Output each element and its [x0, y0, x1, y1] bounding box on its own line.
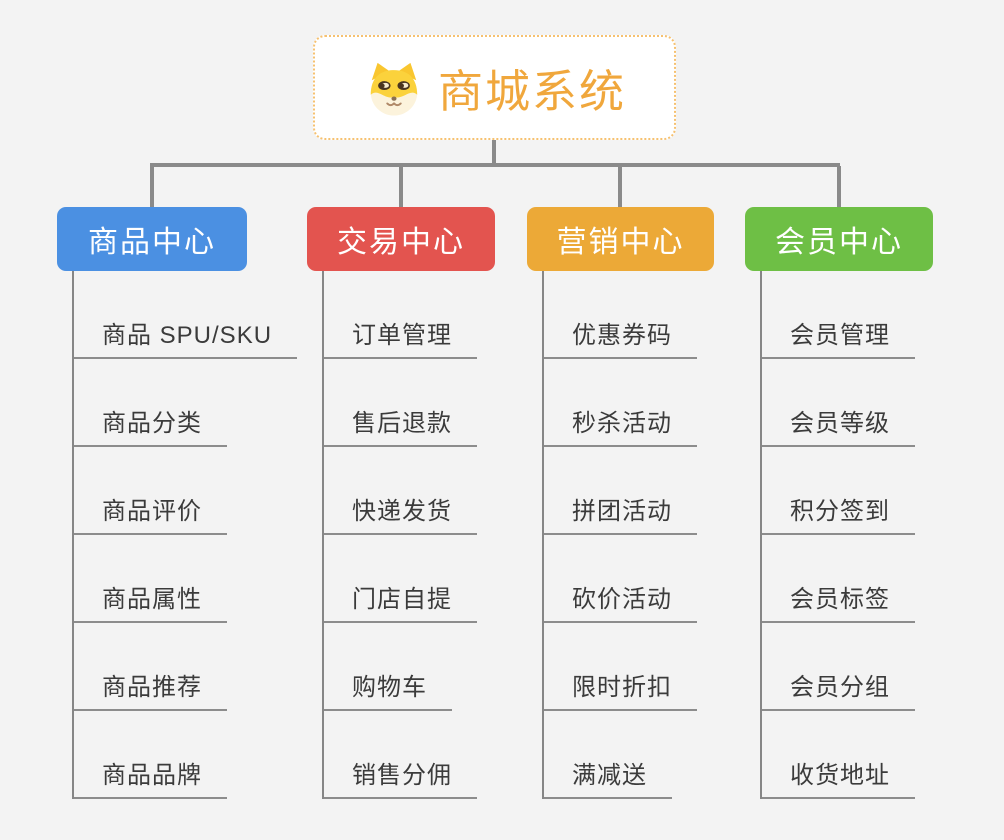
leaf-label-trade-center-4[interactable]: 购物车	[324, 674, 452, 711]
leaf-label-product-center-4[interactable]: 商品推荐	[74, 674, 227, 711]
leaf-label-marketing-center-5[interactable]: 满减送	[544, 762, 672, 799]
leaf-label-member-center-1[interactable]: 会员等级	[762, 410, 915, 447]
leaf-node: 拼团活动	[544, 447, 697, 535]
connector-drop-marketing	[618, 166, 622, 208]
connector-drop-product	[150, 166, 154, 208]
leaf-label-trade-center-1[interactable]: 售后退款	[324, 410, 477, 447]
branch-box-member-center[interactable]: 会员中心	[745, 207, 933, 271]
leaf-label-member-center-0[interactable]: 会员管理	[762, 322, 915, 359]
leaf-node: 商品 SPU/SKU	[74, 271, 298, 359]
leaf-node: 订单管理	[324, 271, 477, 359]
leaf-node: 门店自提	[324, 535, 477, 623]
leaf-node: 收货地址	[762, 711, 915, 799]
leaf-node: 快递发货	[324, 447, 477, 535]
leaf-label-member-center-4[interactable]: 会员分组	[762, 674, 915, 711]
leaf-label-marketing-center-4[interactable]: 限时折扣	[544, 674, 697, 711]
root-node[interactable]: 商城系统	[313, 35, 676, 140]
leaf-node: 商品推荐	[74, 623, 297, 711]
leaf-label-product-center-5[interactable]: 商品品牌	[74, 762, 227, 799]
leaf-node: 商品评价	[74, 447, 297, 535]
leaf-label-marketing-center-1[interactable]: 秒杀活动	[544, 410, 697, 447]
connector-root-stub	[492, 140, 496, 167]
leaf-node: 积分签到	[762, 447, 915, 535]
connector-drop-trade	[399, 166, 403, 208]
leaf-node: 砍价活动	[544, 535, 697, 623]
leaf-label-member-center-2[interactable]: 积分签到	[762, 498, 915, 535]
leaf-node: 商品属性	[74, 535, 297, 623]
branch-box-marketing-center[interactable]: 营销中心	[527, 207, 714, 271]
leaf-label-marketing-center-0[interactable]: 优惠券码	[544, 322, 697, 359]
leaf-label-member-center-5[interactable]: 收货地址	[762, 762, 915, 799]
leaf-label-product-center-2[interactable]: 商品评价	[74, 498, 227, 535]
leaf-label-trade-center-5[interactable]: 销售分佣	[324, 762, 477, 799]
leaf-label-product-center-3[interactable]: 商品属性	[74, 586, 227, 623]
leaf-node: 商品品牌	[74, 711, 297, 799]
leaf-node: 会员分组	[762, 623, 915, 711]
branch-box-product-center[interactable]: 商品中心	[57, 207, 247, 271]
root-title: 商城系统	[437, 66, 626, 117]
leaf-label-marketing-center-3[interactable]: 砍价活动	[544, 586, 697, 623]
leaf-node: 优惠券码	[544, 271, 697, 359]
leaf-node: 购物车	[324, 623, 477, 711]
leaf-node: 会员标签	[762, 535, 915, 623]
leaf-node: 满减送	[544, 711, 697, 799]
dog-eyes	[378, 80, 410, 90]
leaf-label-product-center-0[interactable]: 商品 SPU/SKU	[74, 322, 298, 359]
leaf-column-trade-center: 订单管理售后退款快递发货门店自提购物车销售分佣	[322, 271, 477, 799]
connector-trunk	[150, 163, 840, 167]
leaf-node: 销售分佣	[324, 711, 477, 799]
leaf-column-marketing-center: 优惠券码秒杀活动拼团活动砍价活动限时折扣满减送	[542, 271, 697, 799]
leaf-node: 会员管理	[762, 271, 915, 359]
leaf-column-product-center: 商品 SPU/SKU 商品分类商品评价商品属性商品推荐商品品牌	[72, 271, 298, 799]
leaf-node: 售后退款	[324, 359, 477, 447]
leaf-node: 商品分类	[74, 359, 297, 447]
leaf-label-product-center-1[interactable]: 商品分类	[74, 410, 227, 447]
leaf-node: 会员等级	[762, 359, 915, 447]
leaf-label-member-center-3[interactable]: 会员标签	[762, 586, 915, 623]
connector-drop-member	[837, 166, 841, 208]
leaf-label-trade-center-2[interactable]: 快递发货	[324, 498, 477, 535]
leaf-label-trade-center-3[interactable]: 门店自提	[324, 586, 477, 623]
leaf-label-trade-center-0[interactable]: 订单管理	[324, 322, 477, 359]
dog-face-icon	[370, 62, 418, 116]
leaf-column-member-center: 会员管理会员等级积分签到会员标签会员分组收货地址	[760, 271, 915, 799]
leaf-label-marketing-center-2[interactable]: 拼团活动	[544, 498, 697, 535]
leaf-node: 秒杀活动	[544, 359, 697, 447]
leaf-node: 限时折扣	[544, 623, 697, 711]
branch-box-trade-center[interactable]: 交易中心	[307, 207, 495, 271]
